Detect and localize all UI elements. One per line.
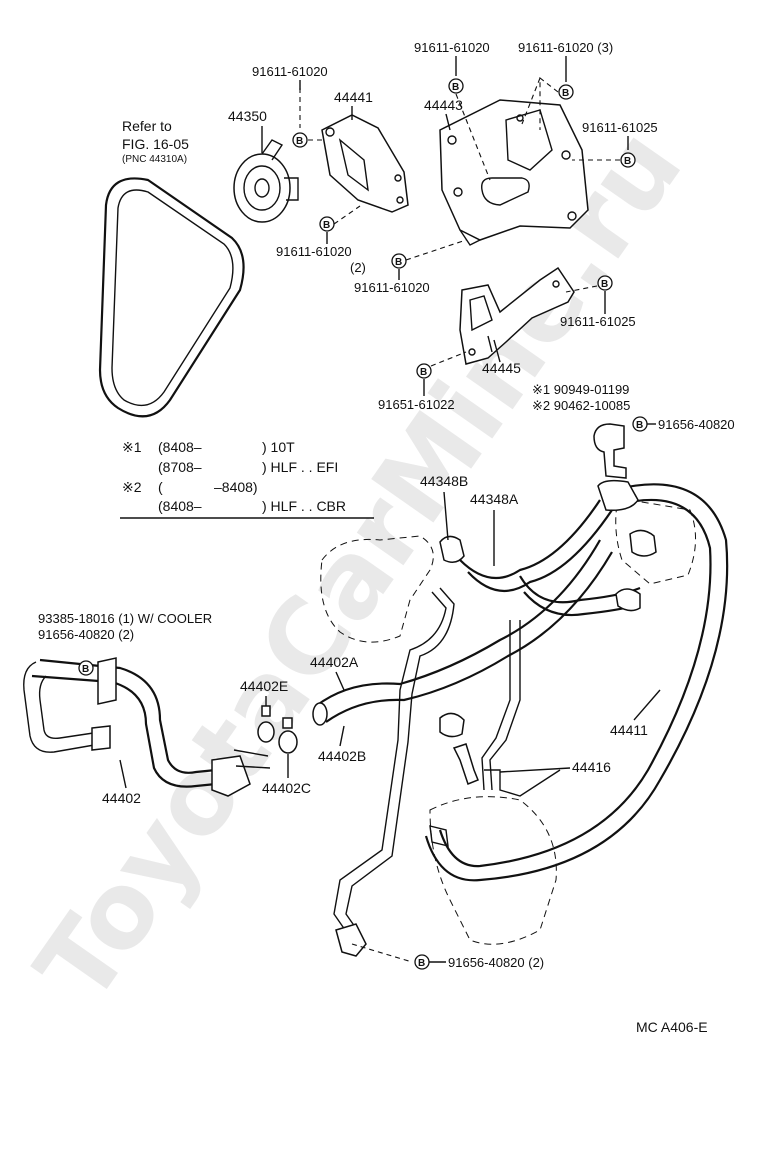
bolt-label-b11: 91656-40820: [658, 417, 735, 432]
bolt-label-b12: 93385-18016 (1) W/ COOLER: [38, 611, 212, 626]
svg-text:B: B: [418, 958, 425, 969]
svg-text:B: B: [420, 367, 427, 378]
fitting-44416[interactable]: [439, 712, 561, 797]
hose-44411[interactable]: [424, 479, 729, 882]
label-44348A: 44348A: [470, 491, 519, 507]
label-44402: 44402: [102, 790, 141, 806]
bolt-label-b6: 91611-61020: [354, 280, 430, 295]
idler-pulley-44350[interactable]: [233, 139, 299, 223]
svg-text:B: B: [82, 664, 89, 675]
svg-text:B: B: [296, 136, 303, 147]
pipe-44402A[interactable]: [312, 539, 613, 726]
bracket-44445[interactable]: [459, 266, 575, 365]
hose-44348A[interactable]: [459, 499, 641, 617]
label-44445: 44445: [482, 360, 521, 376]
note1-mark: ※1: [122, 439, 142, 455]
bolt-label-b5: 91611-61020: [276, 244, 352, 259]
v-belt[interactable]: [98, 177, 245, 418]
bolt-label-b10: ※2 90462-10085: [532, 398, 630, 413]
bolt-label-b9: ※1 90949-01199: [532, 382, 629, 397]
bolt-label-b13: 91656-40820 (2): [38, 627, 134, 642]
bolt-marker-b8: B: [416, 363, 432, 379]
svg-text:B: B: [395, 257, 402, 268]
hose-clip-upper-right[interactable]: [615, 529, 657, 612]
bolt-marker-b14: B: [414, 954, 430, 970]
svg-text:B: B: [562, 88, 569, 99]
bracket-44443[interactable]: [439, 99, 589, 246]
note2-from: (: [158, 479, 163, 495]
label-44411: 44411: [610, 722, 648, 738]
note1-code2: ) HLF . . EFI: [262, 459, 338, 475]
hose-clip-44348B[interactable]: [439, 535, 465, 563]
svg-text:B: B: [323, 220, 330, 231]
note2-mark: ※2: [122, 479, 142, 495]
bolt-label-b4: 91611-61025: [582, 120, 658, 135]
label-44350: 44350: [228, 108, 267, 124]
label-44402B: 44402B: [318, 748, 366, 764]
belt-ref-line2: FIG. 16-05: [122, 136, 189, 152]
gearbox-outline: [429, 796, 557, 945]
pump-outline: [615, 497, 697, 585]
clamp-44402C[interactable]: [278, 717, 298, 754]
lower-clamp[interactable]: [335, 825, 449, 957]
label-44402C: 44402C: [262, 780, 311, 796]
note1-from: (8408–: [158, 439, 202, 455]
label-44416: 44416: [572, 759, 611, 775]
bolt-label-b14: 91656-40820 (2): [448, 955, 544, 970]
svg-text:B: B: [601, 279, 608, 290]
label-44441: 44441: [334, 89, 373, 105]
cooler-44402[interactable]: [23, 657, 271, 797]
bolt-label-b7: 91611-61025: [560, 314, 636, 329]
bolt-marker-b2: B: [448, 78, 464, 94]
bolt-qty-b5: (2): [350, 260, 366, 275]
bolt-label-b1: 91611-61020: [252, 64, 328, 79]
label-44443: 44443: [424, 97, 463, 113]
bolt-marker-b11: B: [632, 416, 648, 432]
belt-ref-line1: Refer to: [122, 118, 172, 134]
label-44402E: 44402E: [240, 678, 288, 694]
bolt-marker-b13: B: [78, 660, 94, 676]
clamp-bracket[interactable]: [593, 423, 627, 479]
bolt-label-b2: 91611-61020: [414, 40, 490, 55]
belt-ref-line3: (PNC 44310A): [122, 154, 187, 165]
label-44348B: 44348B: [420, 473, 468, 489]
bracket-44441[interactable]: [321, 114, 409, 213]
bolt-label-b3: 91611-61020 (3): [518, 40, 613, 55]
svg-text:B: B: [452, 82, 459, 93]
note2-to: –8408): [214, 479, 258, 495]
note2-code2: ) HLF . . CBR: [262, 498, 346, 514]
bolt-marker-b5: B: [319, 216, 335, 232]
note1-code: ) 10T: [262, 439, 295, 455]
label-44402A: 44402A: [310, 654, 359, 670]
bolt-label-b8: 91651-61022: [378, 397, 455, 412]
bolt-marker-b6: B: [391, 253, 407, 269]
bolt-marker-b4: B: [620, 152, 636, 168]
note2-from2: (8408–: [158, 498, 202, 514]
svg-text:B: B: [624, 156, 631, 167]
note1-from2: (8708–: [158, 459, 202, 475]
bolt-marker-b1: B: [292, 132, 308, 148]
bolt-marker-b7: B: [597, 275, 613, 291]
bolt-marker-b3: B: [558, 84, 574, 100]
svg-text:B: B: [636, 420, 643, 431]
diagram-code: MC A406-E: [636, 1019, 708, 1035]
